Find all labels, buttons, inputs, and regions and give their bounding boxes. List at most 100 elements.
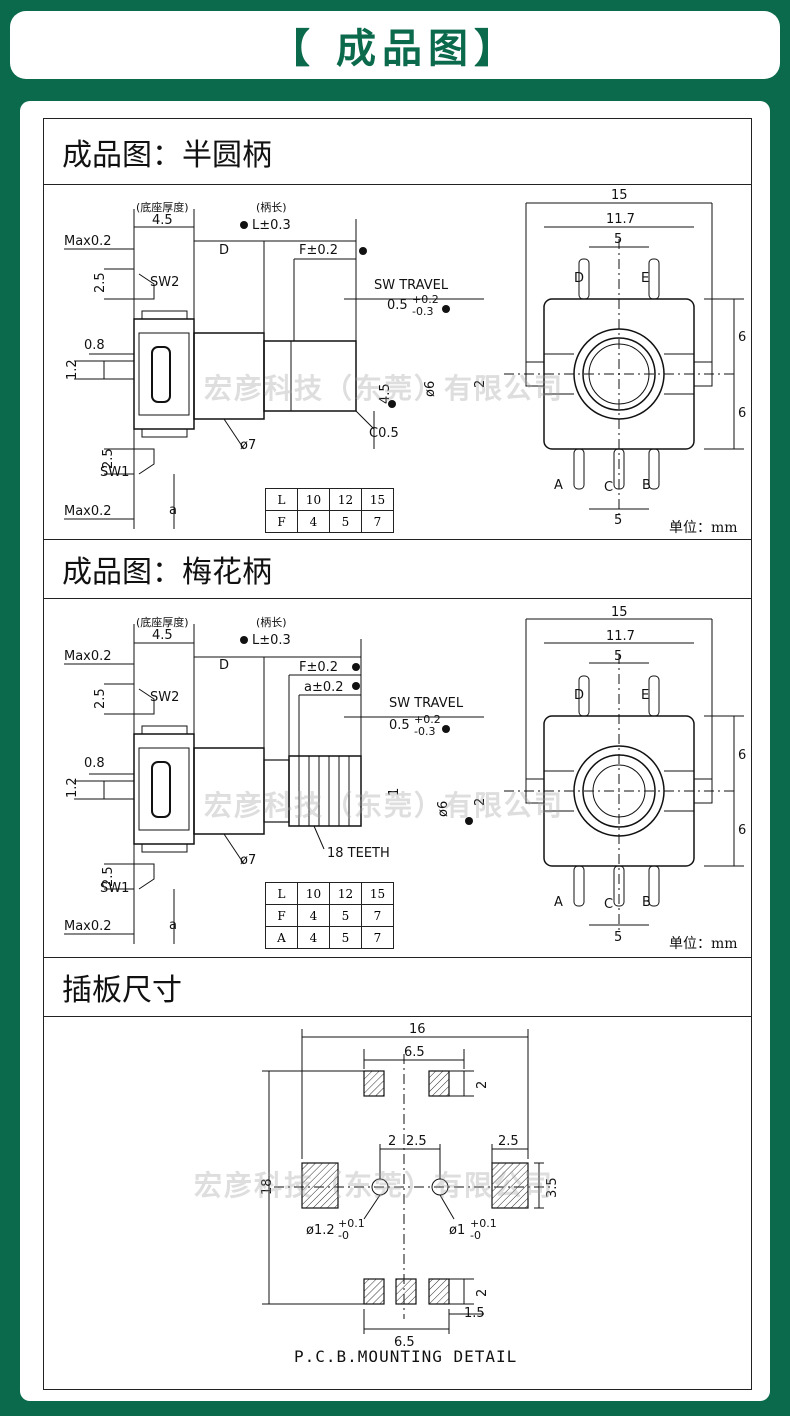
spec-table-2: L 10 12 15 F 4 5 7 A 4 5 7 xyxy=(265,882,394,949)
table-cell: 4 xyxy=(297,926,330,949)
technical-drawings: (底座厚度) (柄长) 4.5 L±0.3 Max0.2 D F±0.2 SW … xyxy=(64,188,746,1350)
table-row: F 4 5 7 xyxy=(265,510,394,533)
label2-d08: 0.8 xyxy=(84,756,105,771)
table-cell: 12 xyxy=(329,488,362,511)
label-F: F±0.2 xyxy=(299,243,338,258)
label2-sw-travel-tol-dn: -0.3 xyxy=(414,725,435,738)
table-cell: F xyxy=(265,904,298,927)
watermark-1: 宏彦科技（东莞）有限公司 xyxy=(204,372,565,405)
table-cell: 15 xyxy=(361,882,394,905)
pcb-h18: 18 xyxy=(260,1178,275,1195)
label2-d2: 2 xyxy=(473,798,488,806)
label-sw1: SW1 xyxy=(100,465,129,480)
label-w15: 15 xyxy=(611,188,628,203)
table-cell: 12 xyxy=(329,882,362,905)
table-cell: L xyxy=(265,882,298,905)
label2-pin-a: a xyxy=(169,918,177,933)
label2-d25-bottom: 2.5 xyxy=(101,866,116,887)
section-title-pcb: 插板尺寸 xyxy=(44,957,751,1017)
label2-shaft-length: L±0.3 xyxy=(252,633,291,648)
label2-base-thickness: 4.5 xyxy=(152,628,173,643)
label2-d25-top: 2.5 xyxy=(93,688,108,709)
label2-sw2: SW2 xyxy=(150,690,179,705)
label2-sw-travel-val: 0.5 xyxy=(389,718,410,733)
label-sw-travel-tol-up: +0.2 xyxy=(412,293,439,306)
label-pin-A: A xyxy=(554,478,563,493)
table-cell: 7 xyxy=(361,926,394,949)
table-cell: A xyxy=(265,926,298,949)
pcb-w65: 6.5 xyxy=(404,1045,425,1060)
label2-pin-A: A xyxy=(554,895,563,910)
label2-base-thickness-note: (底座厚度) xyxy=(136,615,189,629)
pcb-b65: 6.5 xyxy=(394,1335,415,1350)
label2-pin-D: D xyxy=(574,688,584,703)
table-cell: 5 xyxy=(329,926,362,949)
unit-label-1: 单位：mm xyxy=(669,520,738,536)
table-cell: F xyxy=(265,510,298,533)
table-row: L 10 12 15 xyxy=(265,882,394,905)
label2-pin-C: C xyxy=(604,897,613,912)
label2-d6-shaft: ø6 xyxy=(436,801,451,817)
label-d2: 2 xyxy=(473,380,488,388)
section-title-plum: 成品图：梅花柄 xyxy=(44,539,751,599)
label2-pin-B: B xyxy=(642,895,651,910)
pcb-caption: P.C.B.MOUNTING DETAIL xyxy=(294,1347,518,1366)
pcb-h2: 2 xyxy=(475,1081,490,1089)
label-d7: ø7 xyxy=(240,438,256,453)
watermark-2: 宏彦科技（东莞）有限公司 xyxy=(204,789,565,822)
label-D: D xyxy=(219,243,229,258)
label-h6-top: 6 xyxy=(738,330,746,345)
table-cell: L xyxy=(265,488,298,511)
table-cell: 5 xyxy=(329,510,362,533)
pcb-hole2-tol-dn: -0 xyxy=(470,1229,481,1242)
table-cell: 4 xyxy=(297,510,330,533)
label-d45-shaft: 4.5 xyxy=(378,383,393,404)
label2-d12: 1.2 xyxy=(65,777,80,798)
table-row: L 10 12 15 xyxy=(265,488,394,511)
label2-D: D xyxy=(219,658,229,673)
label2-w117: 11.7 xyxy=(606,629,635,644)
label2-h6-top: 6 xyxy=(738,748,746,763)
label-base-thickness: 4.5 xyxy=(152,213,173,228)
pcb-h35: 3.5 xyxy=(545,1177,560,1198)
drawing-card: 成品图：半圆柄 xyxy=(20,101,770,1401)
label-sw2: SW2 xyxy=(150,275,179,290)
label2-h6-bottom: 6 xyxy=(738,823,746,838)
label-d25-top: 2.5 xyxy=(93,272,108,293)
pcb-hole1-tol-up: +0.1 xyxy=(338,1217,365,1230)
label-pin-E: E xyxy=(641,271,649,286)
label2-max-bottom: Max0.2 xyxy=(64,919,112,934)
label2-w5-top: 5 xyxy=(614,649,622,664)
label-sw-travel-tol-dn: -0.3 xyxy=(412,305,433,318)
table-cell: 15 xyxy=(361,488,394,511)
body-side-2 xyxy=(133,733,195,845)
pcb-s25b: 2.5 xyxy=(498,1134,519,1149)
label-d25-bottom: 2.5 xyxy=(101,448,116,469)
label-pin-C: C xyxy=(604,480,613,495)
label-w5-top: 5 xyxy=(614,232,622,247)
divider-1 xyxy=(44,539,751,540)
label2-teeth: 18 TEETH xyxy=(327,846,390,861)
pcb-hole1: ø1.2 xyxy=(306,1223,335,1238)
label2-sw1: SW1 xyxy=(100,881,129,896)
label-c05: C0.5 xyxy=(369,426,399,441)
table-cell: 10 xyxy=(297,488,330,511)
label-sw-travel: SW TRAVEL xyxy=(374,278,449,293)
label-max-bottom: Max0.2 xyxy=(64,504,112,519)
label-w5-bottom: 5 xyxy=(614,513,622,528)
body-side-1 xyxy=(133,318,195,430)
pcb-w16: 16 xyxy=(409,1022,426,1037)
table-row: F 4 5 7 xyxy=(265,904,394,927)
table-cell: 7 xyxy=(361,904,394,927)
label-h6-bottom: 6 xyxy=(738,406,746,421)
pcb-s25: 2.5 xyxy=(406,1134,427,1149)
label2-d7: ø7 xyxy=(240,853,256,868)
unit-label-2: 单位：mm xyxy=(669,936,738,952)
table-cell: 10 xyxy=(297,882,330,905)
watermark-3: 宏彦科技（东莞）有限公司 xyxy=(194,1169,555,1202)
table-cell: 7 xyxy=(361,510,394,533)
label2-shaft-length-note: (柄长) xyxy=(256,616,287,629)
label-max-top: Max0.2 xyxy=(64,234,112,249)
label-shaft-length: L±0.3 xyxy=(252,218,291,233)
pcb-hole2: ø1 xyxy=(449,1223,465,1238)
